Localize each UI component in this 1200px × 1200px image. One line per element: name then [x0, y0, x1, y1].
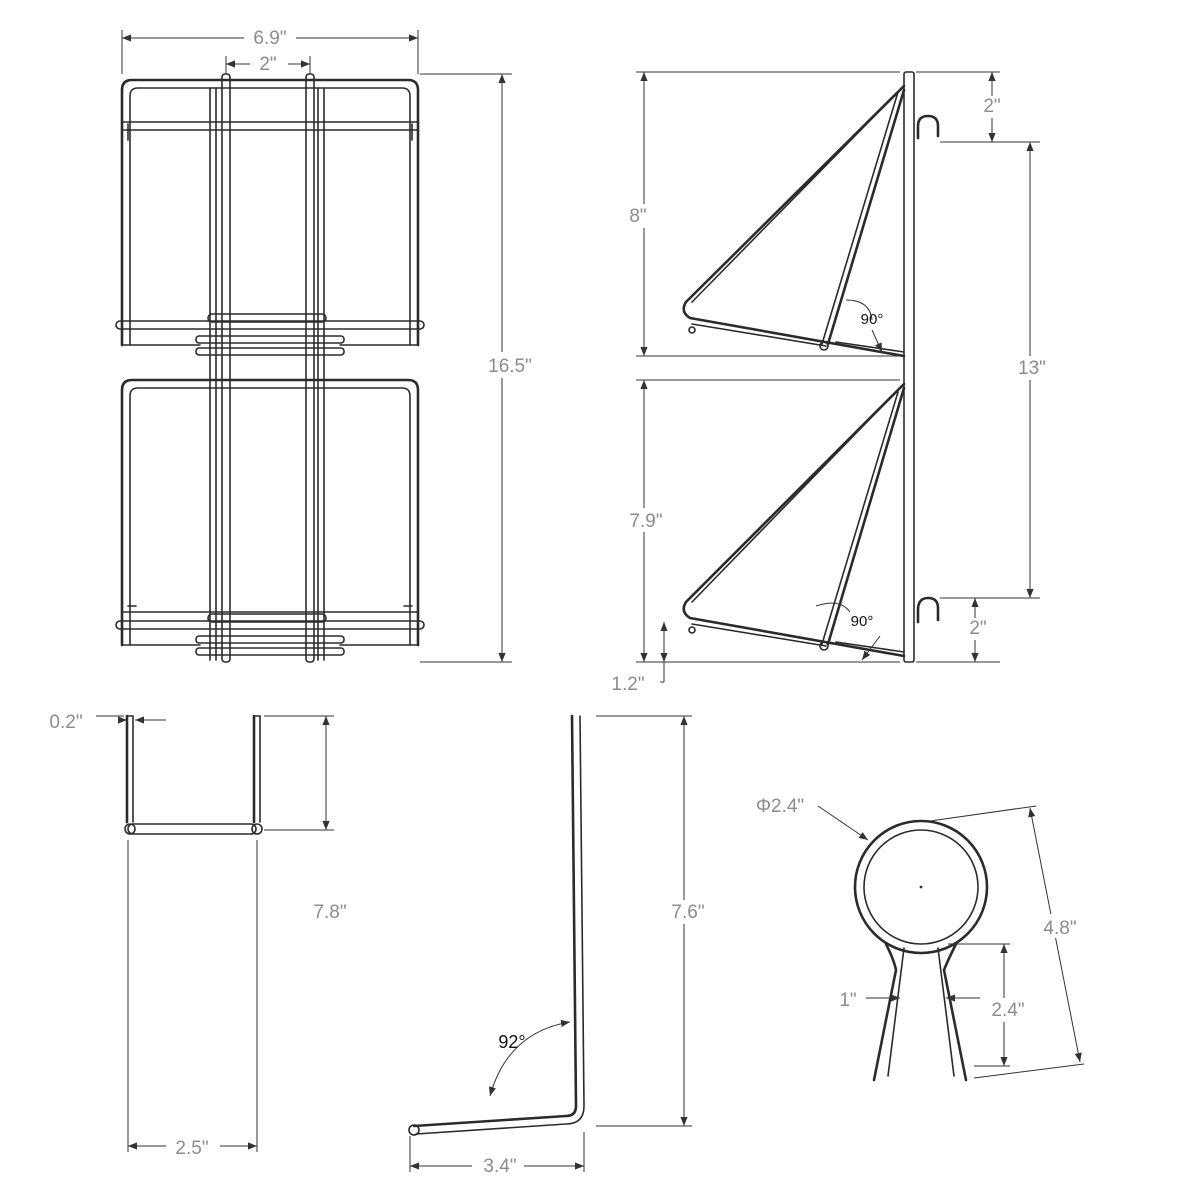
extension-line	[973, 1063, 1085, 1079]
label-backing	[1034, 914, 1084, 938]
label-backing	[662, 900, 714, 924]
angle-leader	[871, 329, 883, 353]
angle-arc-92	[488, 1019, 571, 1097]
side-view	[682, 71, 940, 663]
ring-hook	[853, 819, 989, 1082]
l-bar	[408, 714, 585, 1136]
label-backing	[166, 1136, 220, 1158]
label-backing	[244, 26, 296, 48]
dim-label-hook-spacing: 13"	[1018, 358, 1046, 379]
label-backing	[472, 1154, 524, 1176]
dim-label-ring-diameter: Φ2.4"	[756, 796, 804, 817]
dim-label-wire-thickness: 0.2"	[49, 712, 82, 733]
upper-shelf-side	[682, 84, 940, 358]
leader-ring-diameter	[817, 805, 869, 841]
angle-label-lower: 90°	[851, 613, 874, 630]
l-bar-tip	[408, 1124, 420, 1136]
dim-label-upper-height: 8"	[629, 206, 646, 227]
angle-label-92: 92°	[498, 1032, 525, 1052]
label-backing	[620, 508, 676, 532]
label-backing	[478, 352, 540, 378]
label-backing	[962, 618, 996, 640]
dim-label-foot-offset: 1.2"	[611, 674, 644, 695]
dim-label-l-length: 3.4"	[483, 1156, 516, 1177]
dim-label-overall-height: 16.5"	[488, 356, 532, 377]
l-bar-upright	[412, 714, 578, 1128]
u-bar-base	[127, 823, 257, 835]
dim-label-leg-length: 2.4"	[991, 1000, 1024, 1021]
dim-label-leg-gap: 1"	[839, 990, 856, 1011]
front-view	[115, 73, 425, 663]
angle-leader	[861, 635, 881, 661]
ring-center-mark	[919, 885, 923, 889]
dim-label-hook-top: 2"	[983, 96, 1000, 117]
dim-label-l-height: 7.6"	[671, 902, 704, 923]
label-backing	[976, 96, 1010, 118]
label-backing	[250, 54, 288, 74]
dim-label-ring-length: 4.8"	[1043, 918, 1076, 939]
u-bar-right-joint	[251, 823, 263, 835]
vertical-bars-front	[209, 73, 325, 663]
dim-label-lower-height: 7.9"	[629, 511, 662, 532]
u-bar	[124, 714, 263, 835]
dim-label-hook-bottom: 2"	[969, 618, 986, 639]
extension-line	[929, 805, 1037, 822]
label-backing	[984, 998, 1032, 1022]
u-bar-left-joint	[124, 823, 136, 835]
label-backing	[1008, 356, 1056, 380]
label-backing	[620, 204, 660, 228]
upper-basket-front	[115, 78, 425, 356]
lower-shelf-side	[682, 382, 940, 658]
dim-label-u-width: 2.5"	[175, 1138, 208, 1159]
angle-label-upper: 90°	[861, 311, 884, 328]
label-backing	[304, 898, 354, 922]
dim-label-overall-width: 6.9"	[253, 28, 286, 49]
dim-label-u-height: 7.8"	[313, 902, 346, 923]
l-bar-outline	[415, 715, 585, 1135]
dim-label-bar-spacing: 2"	[259, 54, 276, 75]
lower-basket-front	[115, 378, 425, 656]
